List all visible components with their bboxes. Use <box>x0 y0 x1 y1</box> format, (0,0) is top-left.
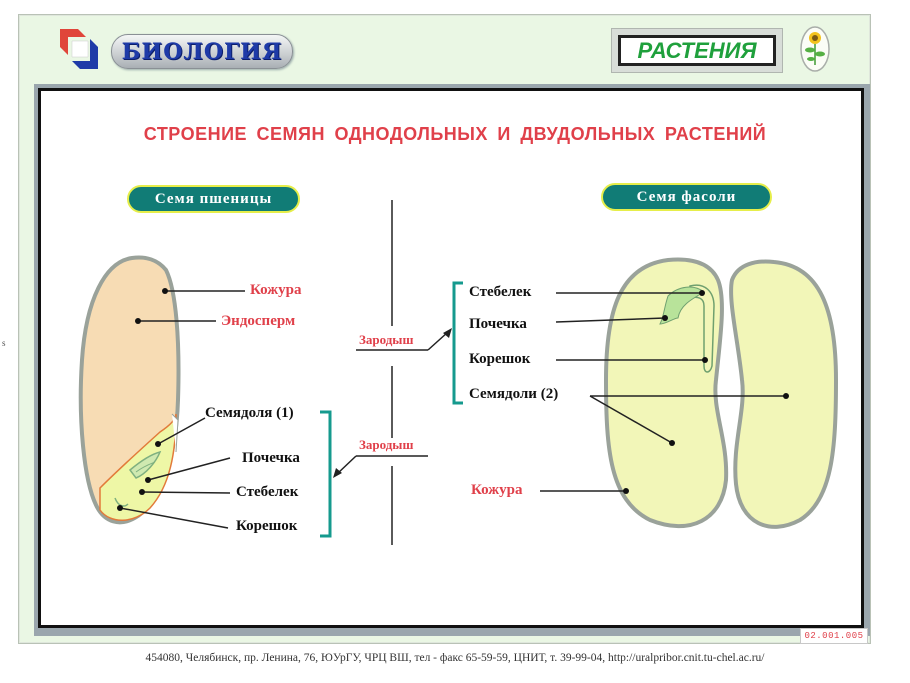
wheat-label-cotyledon: Семядоля (1) <box>205 405 294 421</box>
footer-address: 454080, Челябинск, пр. Ленина, 76, ЮУрГУ… <box>145 652 765 664</box>
sunflower-icon <box>800 26 830 72</box>
bean-embryo-bracket <box>452 281 463 405</box>
section-label: РАСТЕНИЯ <box>637 37 757 63</box>
side-mark: s <box>2 338 6 348</box>
publisher-logo-icon <box>60 29 98 69</box>
subject-label: БИОЛОГИЯ <box>121 38 283 65</box>
diagram-title: СТРОЕНИЕ СЕМЯН ОДНОДОЛЬНЫХ И ДВУДОЛЬНЫХ … <box>143 124 767 144</box>
section-badge-inner: РАСТЕНИЯ <box>618 35 776 66</box>
wheat-seed-heading: Семя пшеницы <box>127 185 300 213</box>
slide-code: 02.001.005 <box>800 628 868 644</box>
wheat-embryo-bracket <box>320 410 332 538</box>
wheat-label-endosperm: Эндосперм <box>221 313 296 329</box>
bean-label-cotyledons: Семядоли (2) <box>469 386 559 402</box>
wheat-label-seed-coat: Кожура <box>250 282 302 298</box>
wheat-label-stem: Стебелек <box>236 484 299 500</box>
bean-label-bud: Почечка <box>469 316 527 332</box>
bean-seed-heading: Семя фасоли <box>601 183 772 211</box>
wheat-seed-illustration <box>78 255 181 525</box>
wheat-embryo-label: Зародыш <box>359 437 414 452</box>
bean-label-root: Корешок <box>469 351 531 367</box>
bean-label-seed-coat: Кожура <box>471 482 523 498</box>
subject-badge: БИОЛОГИЯ <box>111 34 293 69</box>
bean-embryo-axis <box>689 284 715 373</box>
bean-seed-illustration <box>603 257 839 529</box>
bean-embryo-label: Зародыш <box>359 332 414 347</box>
bean-cotyledon-right <box>729 259 839 529</box>
bean-cotyledon-left <box>603 257 729 529</box>
bean-label-stem: Стебелек <box>469 284 532 300</box>
wheat-label-bud: Почечка <box>242 450 300 466</box>
section-badge: РАСТЕНИЯ <box>611 28 783 73</box>
wheat-label-root: Корешок <box>236 518 298 534</box>
